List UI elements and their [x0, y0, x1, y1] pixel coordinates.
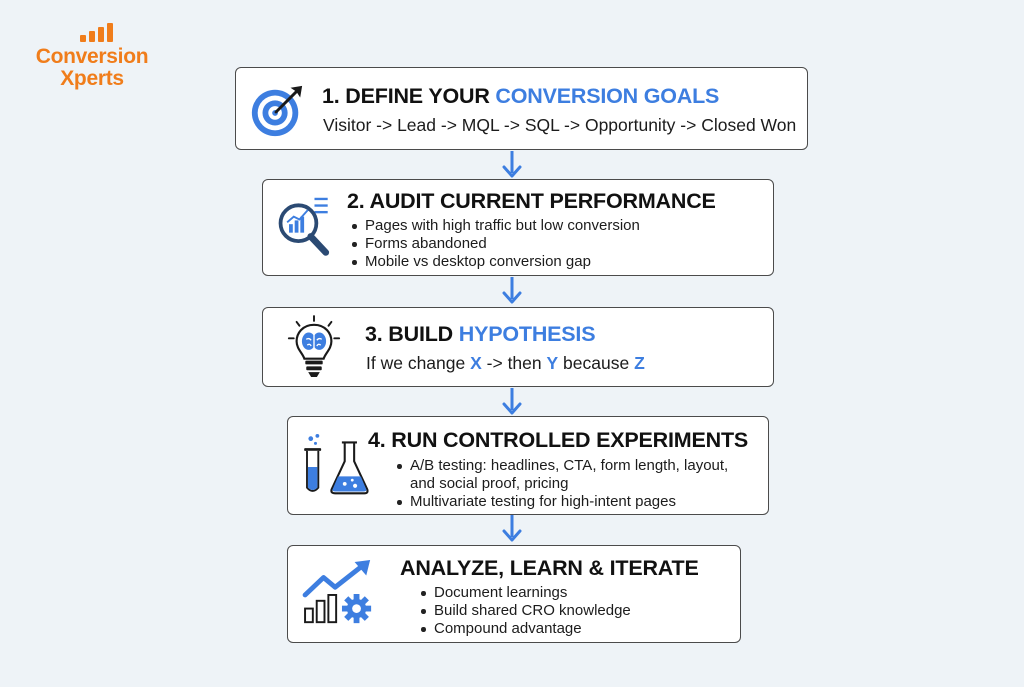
formula-text: If we change: [366, 353, 471, 373]
lab-flask-icon: [304, 433, 369, 495]
down-arrow-icon: [502, 151, 522, 178]
step-1-title-accent: CONVERSION GOALS: [495, 84, 720, 108]
target-icon: [251, 85, 303, 137]
step-1-title-prefix: 1. DEFINE YOUR: [322, 84, 496, 108]
formula-variable-z: Z: [634, 353, 645, 373]
list-item-line: A/B testing: headlines, CTA, form length…: [410, 457, 729, 474]
down-arrow-icon: [502, 388, 522, 415]
lightbulb-brain-icon: [287, 315, 341, 377]
brand-name-line2: Xperts: [60, 67, 124, 90]
step-2-title: 2. AUDIT CURRENT PERFORMANCE: [347, 189, 716, 213]
step-3-card: 3. BUILD HYPOTHESIS If we change X -> th…: [262, 307, 774, 387]
list-item: Multivariate testing for high-intent pag…: [395, 493, 728, 511]
step-4-bullets: A/B testing: headlines, CTA, form length…: [395, 457, 728, 511]
list-item: Document learnings: [419, 584, 631, 602]
brand-name: Conversion Xperts: [22, 46, 162, 90]
step-1-card: 1. DEFINE YOUR CONVERSION GOALS Visitor …: [235, 67, 808, 150]
step-4-title: 4. RUN CONTROLLED EXPERIMENTS: [368, 428, 749, 452]
down-arrow-icon: [502, 515, 522, 542]
step-1-funnel: Visitor -> Lead -> MQL -> SQL -> Opportu…: [323, 115, 797, 135]
step-2-card: 2. AUDIT CURRENT PERFORMANCE Pages with …: [262, 179, 774, 276]
step-4-card: 4. RUN CONTROLLED EXPERIMENTS A/B testin…: [287, 416, 769, 515]
list-item: Forms abandoned: [350, 235, 640, 253]
formula-text: because: [558, 353, 635, 373]
list-item-line: and social proof, pricing: [410, 475, 569, 492]
formula-variable-y: Y: [546, 353, 559, 373]
list-item: Mobile vs desktop conversion gap: [350, 253, 640, 271]
formula-text: -> then: [481, 353, 547, 373]
step-3-title: 3. BUILD HYPOTHESIS: [365, 322, 596, 347]
step-3-title-accent: HYPOTHESIS: [458, 322, 596, 346]
bar-chart-icon: [80, 23, 113, 42]
list-item: Compound advantage: [419, 620, 631, 638]
magnifier-chart-icon: [278, 197, 330, 256]
list-item: Pages with high traffic but low conversi…: [350, 217, 640, 235]
step-2-bullets: Pages with high traffic but low conversi…: [350, 217, 640, 271]
step-5-title: ANALYZE, LEARN & ITERATE: [400, 556, 699, 580]
down-arrow-icon: [502, 277, 522, 304]
formula-variable-x: X: [470, 353, 482, 373]
step-3-title-prefix: 3. BUILD: [365, 322, 459, 346]
list-item: A/B testing: headlines, CTA, form length…: [395, 457, 728, 493]
growth-chart-gear-icon: [302, 560, 372, 624]
step-5-bullets: Document learnings Build shared CRO know…: [419, 584, 631, 638]
step-5-card: ANALYZE, LEARN & ITERATE Document learni…: [287, 545, 741, 643]
step-3-hypothesis-formula: If we change X -> then Y because Z: [366, 353, 645, 374]
list-item: Build shared CRO knowledge: [419, 602, 631, 620]
brand-name-line1: Conversion: [35, 45, 149, 68]
step-1-title: 1. DEFINE YOUR CONVERSION GOALS: [322, 84, 719, 109]
